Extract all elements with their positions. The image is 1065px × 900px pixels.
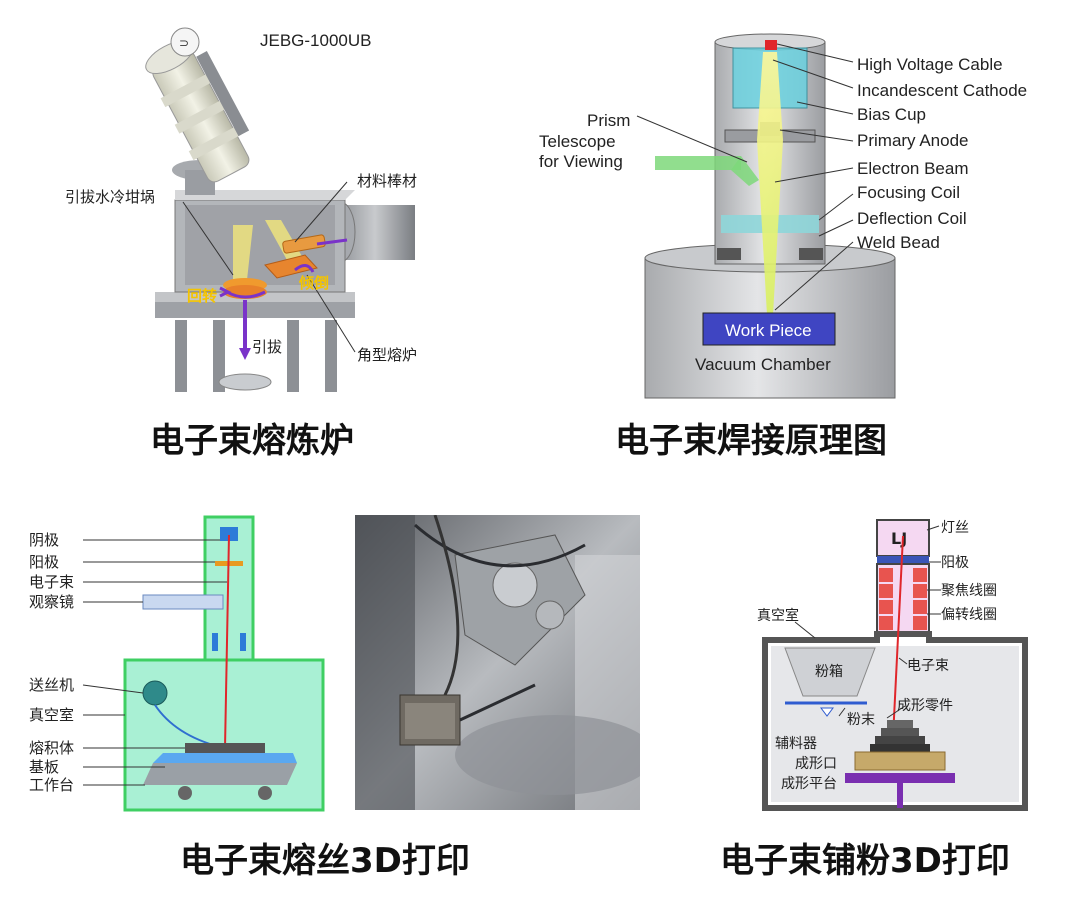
deflection-coil-label: Deflection Coil [857,209,967,228]
wire-deposit-label: 熔积体 [29,739,74,757]
cathode-label: Incandescent Cathode [857,81,1027,100]
furnace-model-label: JEBG-1000UB [260,31,372,50]
weld-bead-label: Weld Bead [857,233,940,252]
wire-3d-diagram: 阴极 阳极 电子束 观察镜 送丝机 真空室 熔积体 基板 工作台 [29,515,325,812]
powder-anode-label: 阳极 [941,555,969,571]
wire-anode-label: 阳极 [29,553,59,571]
pull-label: 引拔 [252,338,282,356]
wire-cathode-label: 阴极 [29,531,59,549]
telescope-label: Telescope [539,132,616,151]
hv-cable-label: High Voltage Cable [857,55,1003,74]
wire-3d-caption: 电子束熔丝3D打印 [180,841,470,881]
crucible-label: 引拔水冷坩埚 [65,188,155,206]
vacuum-chamber-label: Vacuum Chamber [695,355,831,374]
melting-furnace-caption: 电子束熔炼炉 [150,421,354,461]
powder-beam-label: 电子束 [907,658,949,674]
electron-beam-label: Electron Beam [857,159,969,178]
deflection-coil-label: 偏转线圈 [941,607,997,623]
welding-diagram: High Voltage Cable Incandescent Cathode … [539,33,1027,399]
wire-feeder-label: 送丝机 [29,676,74,694]
tilt-label: 倾倒 [298,274,329,292]
welding-panel: High Voltage Cable Incandescent Cathode … [535,30,1050,400]
wire-3d-panel: 阴极 阳极 电子束 观察镜 送丝机 真空室 熔积体 基板 工作台 [25,515,330,815]
rotate-label: 回转 [187,287,217,305]
filament-label: 灯丝 [941,520,969,536]
svg-text:⊃: ⊃ [179,36,189,50]
powder-chamber-label: 真空室 [757,607,799,624]
wire-table-label: 工作台 [29,776,74,794]
focus-coil-label: 聚焦线圈 [941,583,997,599]
bias-cup-label: Bias Cup [857,105,926,124]
prism-label: Prism [587,111,630,130]
hearth-label: 角型熔炉 [357,346,417,364]
powder-3d-diagram: LJ 灯丝 阳极 聚焦线圈 偏转线圈 真空室 粉箱 电 [757,519,1028,811]
wire-beam-label: 电子束 [29,573,74,591]
build-opening-label: 成形口 [795,756,837,772]
wire-chamber-label: 真空室 [29,706,74,724]
for-viewing-label: for Viewing [539,152,623,171]
focusing-coil-label: Focusing Coil [857,183,960,202]
powder-label: 粉末 [847,712,875,728]
material-rod-label: 材料棒材 [357,172,417,190]
primary-anode-label: Primary Anode [857,131,969,150]
powder-3d-caption: 电子束铺粉3D打印 [720,841,1010,881]
melting-furnace-illustration: ⊃ JEBG-1000UB 引拔水冷坩埚 材料棒材 回转 倾倒 引拔 角型熔炉 [65,27,417,392]
melting-furnace-panel: ⊃ JEBG-1000UB 引拔水冷坩埚 材料棒材 回转 倾倒 引拔 角型熔炉 [55,20,435,395]
part-label: 成形零件 [897,698,953,714]
wire-viewer-label: 观察镜 [29,593,74,611]
powder-box-label: 粉箱 [815,664,843,680]
printer-photo-illustration [355,514,655,810]
svg-text:LJ: LJ [891,529,907,548]
wire-3d-photo [355,514,655,810]
spreader-label: 辅料器 [775,736,817,752]
work-piece-label: Work Piece [725,321,812,340]
wire-substrate-label: 基板 [29,758,59,776]
welding-caption: 电子束焊接原理图 [615,421,887,461]
powder-3d-panel: LJ 灯丝 阳极 聚焦线圈 偏转线圈 真空室 粉箱 电 [755,518,1035,813]
platform-label: 成形平台 [781,776,837,792]
